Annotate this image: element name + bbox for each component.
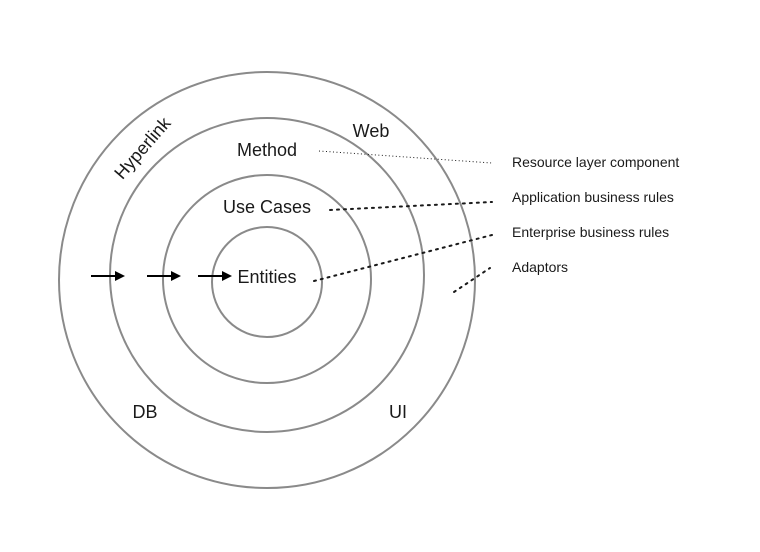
use-cases-label: Use Cases bbox=[223, 197, 311, 217]
legend-resource-layer-component: Resource layer component bbox=[512, 154, 679, 170]
leader-line-method bbox=[318, 150, 493, 164]
leader-line-adaptors bbox=[453, 267, 491, 293]
leader-line-entities bbox=[313, 234, 493, 282]
outer-ring-label-hyperlink: Hyperlink bbox=[110, 112, 175, 182]
dependency-arrow-outer bbox=[91, 271, 125, 281]
third-ring bbox=[162, 174, 372, 384]
dependency-arrow-middle bbox=[147, 271, 181, 281]
entities-label: Entities bbox=[237, 267, 296, 287]
inner-ring bbox=[211, 226, 323, 338]
outer-ring-label-web: Web bbox=[353, 121, 390, 141]
legend-enterprise-business-rules: Enterprise business rules bbox=[512, 224, 669, 240]
method-label: Method bbox=[237, 140, 297, 160]
legend-application-business-rules: Application business rules bbox=[512, 189, 674, 205]
outer-ring bbox=[58, 71, 476, 489]
dependency-arrow-inner bbox=[198, 271, 232, 281]
outer-ring-label-ui: UI bbox=[389, 402, 407, 422]
legend-adaptors: Adaptors bbox=[512, 259, 568, 275]
leader-line-use-cases bbox=[329, 201, 493, 211]
outer-ring-label-db: DB bbox=[132, 402, 157, 422]
